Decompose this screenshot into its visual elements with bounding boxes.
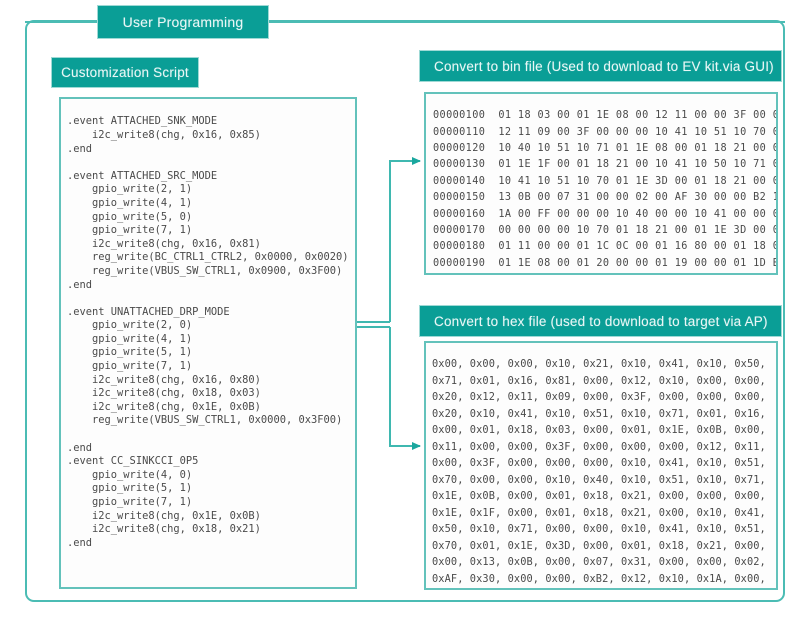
bin-file-panel: 00000100 01 18 03 00 01 1E 08 00 12 11 0… <box>424 92 778 275</box>
hex-file-byte-array: 0x00, 0x00, 0x00, 0x10, 0x21, 0x10, 0x41… <box>432 358 766 585</box>
user-programming-title: User Programming <box>97 5 269 39</box>
customization-script-code: .event ATTACHED_SNK_MODE i2c_write8(chg,… <box>67 115 349 549</box>
customization-script-label: Customization Script <box>51 57 199 88</box>
customization-script-panel: .event ATTACHED_SNK_MODE i2c_write8(chg,… <box>59 97 357 589</box>
convert-to-bin-file-label: Convert to bin file (Used to download to… <box>419 50 782 82</box>
bin-file-hexdump: 00000100 01 18 03 00 01 1E 08 00 12 11 0… <box>433 110 776 269</box>
hex-file-panel: 0x00, 0x00, 0x00, 0x10, 0x21, 0x10, 0x41… <box>424 341 778 590</box>
convert-to-hex-file-label: Convert to hex file (used to download to… <box>419 305 782 337</box>
